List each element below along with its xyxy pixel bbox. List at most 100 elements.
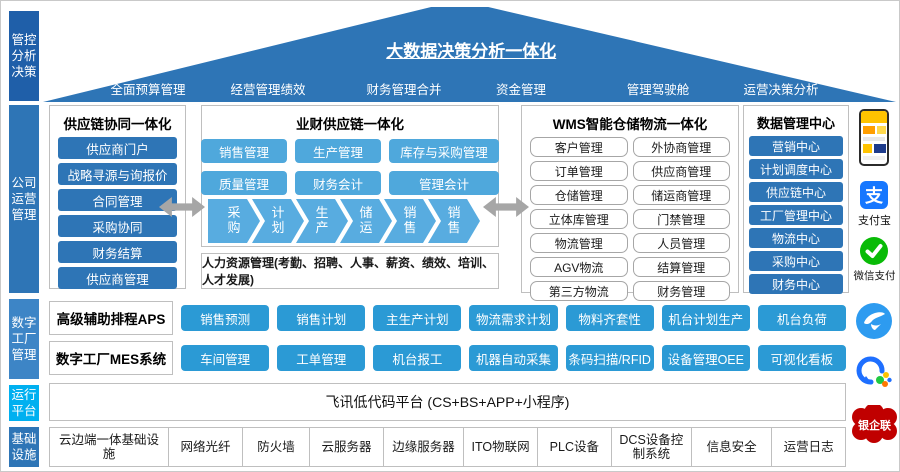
infra-cell: 边缘服务器 — [384, 428, 465, 466]
panel-supply-chain: 供应链协同一体化 供应商门户 战略寻源与询报价 合同管理 采购协同 财务结算 供… — [49, 105, 186, 289]
chevron-label: 采购 — [227, 205, 241, 235]
module-pill: 立体库管理 — [530, 209, 628, 229]
alipay-glyph: 支 — [865, 186, 883, 206]
infra-cell: 信息安全 — [692, 428, 773, 466]
module-pill: 供应链中心 — [749, 182, 843, 202]
aps-button-row: 销售预测 销售计划 主生产计划 物流需求计划 物料齐套性 机台计划生产 机台负荷 — [181, 301, 846, 335]
aps-label: 高级辅助排程APS — [56, 312, 166, 327]
mes-button-row: 车间管理 工单管理 机台报工 机器自动采集 条码扫描/RFID 设备管理OEE … — [181, 341, 846, 375]
module-pill: 机器自动采集 — [469, 345, 558, 371]
module-pill: 物流管理 — [530, 233, 628, 253]
module-pill: 第三方物流 — [530, 281, 628, 301]
module-pill: AGV物流 — [530, 257, 628, 277]
module-pill: 外协商管理 — [632, 137, 730, 157]
panel-title: WMS智能仓储物流一体化 — [552, 117, 708, 132]
infra-cell: 云服务器 — [310, 428, 384, 466]
module-pill: 财务管理 — [632, 281, 730, 301]
module-pill: 供应商管理 — [58, 267, 177, 289]
roof-item: 运营决策分析 — [743, 83, 819, 97]
panel-title: 供应链协同一体化 — [63, 117, 172, 132]
panel-title: 数据管理中心 — [756, 116, 835, 131]
sidebar-label: 基础设施 — [11, 431, 37, 462]
chevron-label: 销售 — [403, 205, 417, 235]
module-pill: 计划调度中心 — [749, 159, 843, 179]
module-pill: 工单管理 — [277, 345, 366, 371]
module-pill: 物料齐套性 — [565, 305, 654, 331]
sidebar-label: 运行平台 — [11, 387, 37, 418]
alipay-icon: 支 — [860, 181, 888, 209]
infra-cell: DCS设备控制系统 — [612, 428, 692, 466]
module-pill: 供应商管理 — [632, 161, 730, 181]
roof-item: 管理驾驶舱 — [626, 83, 690, 97]
infra-cell: 运营日志 — [783, 439, 834, 454]
module-pill: 机台报工 — [373, 345, 462, 371]
module-pill: 物流需求计划 — [469, 305, 558, 331]
infra-cell: PLC设备 — [538, 428, 612, 466]
module-pill: 设备管理OEE — [661, 345, 750, 371]
module-pill: 机台负荷 — [757, 305, 846, 331]
module-pill: 人员管理 — [632, 233, 730, 253]
module-pill: 财务结算 — [58, 241, 177, 263]
panel-wms: WMS智能仓储物流一体化 客户管理 外协商管理 订单管理 供应商管理 仓储管理 … — [521, 105, 739, 301]
infra-cell: 网络光纤 — [169, 428, 243, 466]
module-pill: 质量管理 — [201, 171, 287, 195]
roof-banner: 大数据决策分析一体化 全面预算管理 经营管理绩效 财务管理合并 资金管理 管理驾… — [43, 7, 896, 102]
sidebar-item-infrastructure: 基础设施 — [9, 427, 39, 467]
module-pill: 财务会计 — [295, 171, 381, 195]
mes-label: 数字工厂MES系统 — [55, 352, 167, 367]
module-pill: 销售预测 — [181, 305, 270, 331]
aps-label-box: 高级辅助排程APS — [49, 301, 173, 335]
sidebar-label: 公司运营管理 — [11, 175, 37, 223]
module-pill: 主生产计划 — [373, 305, 462, 331]
module-pill: 工厂管理中心 — [749, 205, 843, 225]
module-pill: 机台计划生产 — [661, 305, 750, 331]
chevron-label: 销售 — [447, 205, 461, 235]
module-pill: 营销中心 — [749, 136, 843, 156]
module-pill: 合同管理 — [58, 189, 177, 211]
sidebar-item-controls: 管控分析决策 — [9, 11, 39, 101]
chevron-label: 计划 — [271, 205, 285, 235]
wechat-pay-icon — [860, 237, 888, 265]
chevron-label: 生产 — [315, 205, 329, 235]
module-pill: 供应商门户 — [58, 137, 177, 159]
module-pill: 销售计划 — [277, 305, 366, 331]
sidebar-item-runtime-platform: 运行平台 — [9, 385, 39, 421]
module-pill: 生产管理 — [295, 139, 381, 163]
low-code-platform-label: 飞讯低代码平台 (CS+BS+APP+小程序) — [325, 394, 570, 410]
chevron-label: 储运 — [359, 205, 373, 235]
mes-label-box: 数字工厂MES系统 — [49, 341, 173, 375]
module-pill: 管理会计 — [389, 171, 499, 195]
module-pill: 结算管理 — [632, 257, 730, 277]
alipay-label: 支付宝 — [858, 215, 891, 227]
module-pill: 采购中心 — [749, 251, 843, 271]
low-code-platform-box: 飞讯低代码平台 (CS+BS+APP+小程序) — [49, 383, 846, 421]
sidebar-label: 管控分析决策 — [11, 32, 37, 80]
process-flow: 采购 计划 生产 储运 销售 销售 — [208, 199, 480, 243]
double-arrow-icon — [159, 197, 205, 217]
module-pill: 可视化看板 — [757, 345, 846, 371]
sidebar-item-digital-factory: 数字工厂管理 — [9, 299, 39, 379]
roof-item: 经营管理绩效 — [230, 83, 306, 97]
chevron-step: 采购 — [208, 199, 260, 243]
sidebar-label: 数字工厂管理 — [11, 315, 37, 363]
roof-item: 资金管理 — [495, 83, 547, 97]
module-pill: 条码扫描/RFID — [565, 345, 654, 371]
module-pill: 客户管理 — [530, 137, 628, 157]
module-pill: 销售管理 — [201, 139, 287, 163]
hr-label: 人力资源管理(考勤、招聘、人事、薪资、绩效、培训、人才发展) — [202, 256, 494, 287]
module-pill: 仓储管理 — [530, 185, 628, 205]
infrastructure-row: 云边端一体基础设施 网络光纤 防火墙 云服务器 边缘服务器 ITO物联网 PLC… — [49, 427, 846, 467]
panel-title: 业财供应链一体化 — [296, 117, 404, 132]
bank-union-badge: 银企联 — [851, 403, 898, 443]
bank-union-label: 银企联 — [858, 420, 891, 432]
dingtalk-icon — [856, 303, 892, 339]
module-pill: 订单管理 — [530, 161, 628, 181]
module-pill: 储运商管理 — [632, 185, 730, 205]
module-pill: 战略寻源与询报价 — [58, 163, 177, 185]
wechat-pay-label: 微信支付 — [853, 270, 896, 282]
module-pill: 库存与采购管理 — [389, 139, 499, 163]
infra-cell: 防火墙 — [243, 428, 311, 466]
wecom-icon — [855, 353, 893, 391]
mobile-app-icon — [859, 109, 889, 166]
